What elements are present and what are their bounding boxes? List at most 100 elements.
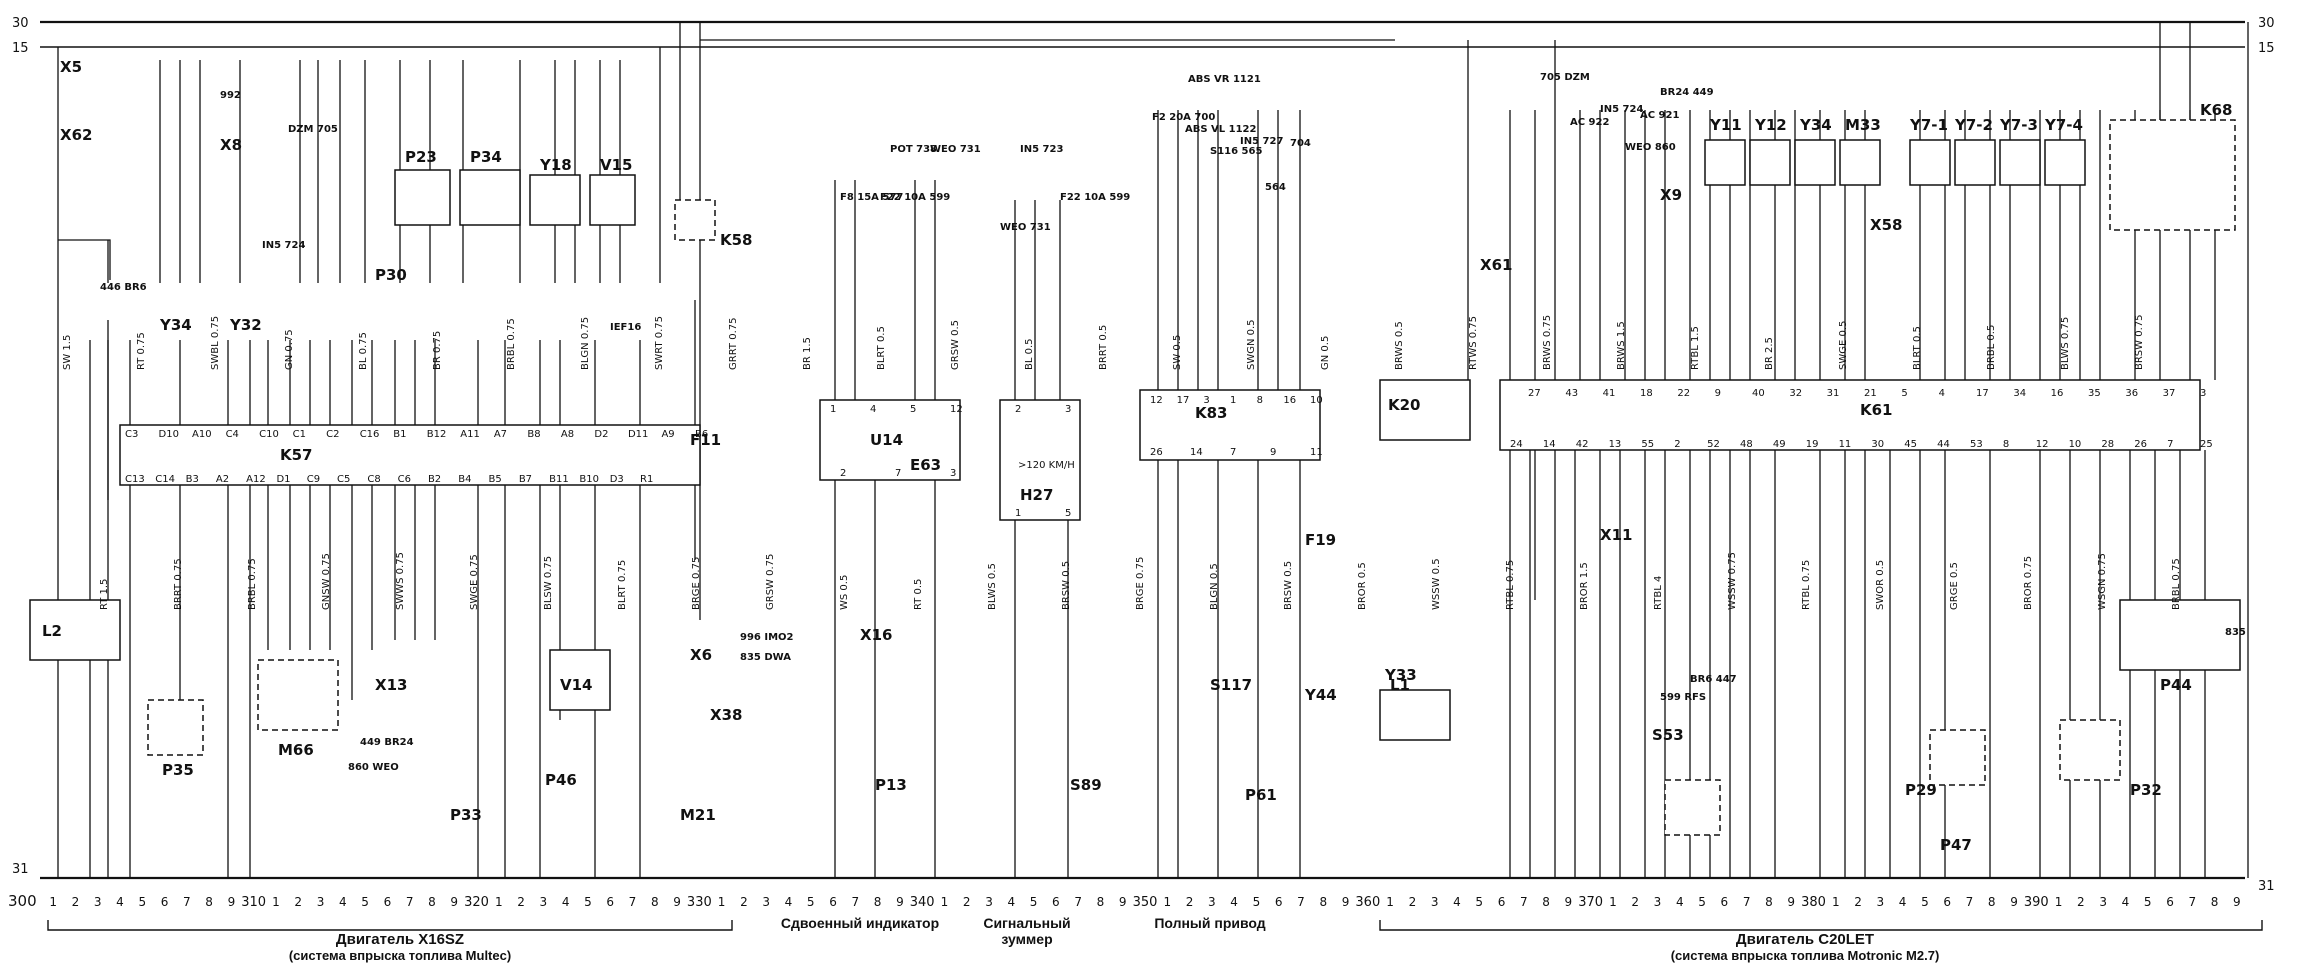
axis-tick-label: 1 xyxy=(1386,895,1394,909)
axis-tick-label: 6 xyxy=(1498,895,1506,909)
tag-label: WEO 731 xyxy=(1000,222,1051,233)
wire-label: BRRT 0.75 xyxy=(173,558,184,610)
component-v14-label: V14 xyxy=(560,676,592,694)
axis-tick-label: 3 xyxy=(762,895,770,909)
component-k20-label: K20 xyxy=(1388,396,1421,414)
wire-label: BRBL 0.5 xyxy=(1986,325,1997,370)
axis-tick-label: 9 xyxy=(896,895,904,909)
axis-tick-label: 350 xyxy=(1133,895,1158,910)
axis-tick-label: 9 xyxy=(1565,895,1573,909)
axis-tick-label: 5 xyxy=(1475,895,1483,909)
wire-label: BROR 0.5 xyxy=(1357,562,1368,610)
y34b-box xyxy=(1794,139,1836,186)
wire-label: RT 1.5 xyxy=(99,579,110,610)
axis-tick-label: 9 xyxy=(228,895,236,909)
axis-tick-label: 2 xyxy=(1631,895,1639,909)
axis-tick-label: 2 xyxy=(72,895,80,909)
axis-tick-label: 5 xyxy=(584,895,592,909)
y18-box xyxy=(529,174,581,226)
pin-label-k61-bottom: 10 xyxy=(2069,439,2082,450)
wire-label: BLGN 0.75 xyxy=(580,317,591,370)
y7-4-box xyxy=(2044,139,2086,186)
axis-tick-label: 9 xyxy=(2233,895,2241,909)
pin-label-k61-top: 37 xyxy=(2163,388,2176,399)
pin-label-h27-top: 2 xyxy=(1015,404,1021,415)
axis-tick-label: 3 xyxy=(1431,895,1439,909)
component-m33-label: M33 xyxy=(1845,116,1881,134)
p32-box xyxy=(2059,719,2121,781)
axis-tick-label: 330 xyxy=(687,895,712,910)
axis-tick-label: 2 xyxy=(963,895,971,909)
component-l1-label: L1 xyxy=(1390,676,1410,694)
axis-tick-label: 6 xyxy=(161,895,169,909)
pin-label-u14-top: 12 xyxy=(950,404,963,415)
wire-label: BLRT 0.5 xyxy=(1912,326,1923,370)
bracket-x16sz xyxy=(47,920,733,931)
axis-tick-label: 1 xyxy=(1163,895,1171,909)
pin-label-k61-top: 18 xyxy=(1640,388,1653,399)
pin-label-k61-bottom: 13 xyxy=(1609,439,1622,450)
pin-label-k61-bottom: 7 xyxy=(2167,439,2173,450)
pin-label-k83-top: 17 xyxy=(1177,395,1190,406)
component-y34-label: Y34 xyxy=(159,316,192,334)
caption-dual-indicator: Сдвоенный индикатор xyxy=(781,915,939,931)
component-x9-label: X9 xyxy=(1660,186,1682,204)
component-y7-1-label: Y7-1 xyxy=(1909,116,1948,134)
wire-label: RTBL 4 xyxy=(1653,576,1664,610)
pin-label-k61-bottom: 2 xyxy=(1674,439,1680,450)
wire-lines xyxy=(57,22,2249,878)
axis-tick-label: 7 xyxy=(1520,895,1528,909)
wire-label: BR 2.5 xyxy=(1764,337,1775,370)
component-x38-label: X38 xyxy=(710,706,742,724)
k57-box xyxy=(119,424,701,486)
tag-label: POT 738 xyxy=(890,144,937,155)
wire-label: GN 0.5 xyxy=(1320,336,1331,370)
wire-label: BRBL 0.75 xyxy=(2171,558,2182,610)
component-y33-label: Y33 xyxy=(1384,666,1417,684)
component-x5-label: X5 xyxy=(60,58,82,76)
wire-label: BRGE 0.75 xyxy=(1135,557,1146,610)
wire-label: SWGE 0.5 xyxy=(1838,321,1849,370)
pin-label-k61-top: 34 xyxy=(2013,388,2026,399)
wire-label: BRSW 0.75 xyxy=(2134,315,2145,371)
axis-tick-label: 7 xyxy=(406,895,414,909)
tag-label: BR24 449 xyxy=(1660,87,1714,98)
pin-label-k61-top: 5 xyxy=(1901,388,1907,399)
pin-label-k57-bottom: C13 xyxy=(125,474,145,485)
wire-label: SWWS 0.75 xyxy=(395,552,406,610)
component-m66-label: M66 xyxy=(278,741,314,759)
pin-label-u14-top: 1 xyxy=(830,404,836,415)
component-p35-label: P35 xyxy=(162,761,194,779)
wire-label: BRGE 0.75 xyxy=(691,557,702,610)
wire-label: GNSW 0.75 xyxy=(321,553,332,610)
axis-tick-label: 1 xyxy=(718,895,726,909)
power-rails xyxy=(40,20,2245,880)
pin-label-k57-bottom: B10 xyxy=(579,474,599,485)
caption-buzzer-1: Сигнальный xyxy=(983,915,1070,931)
pin-label-k57-top: A8 xyxy=(561,429,574,440)
pin-label-u14-bottom: 2 xyxy=(840,468,846,479)
pin-label-k57-top: C3 xyxy=(125,429,138,440)
pin-label-k57-bottom: B5 xyxy=(489,474,502,485)
axis-tick-label: 5 xyxy=(1698,895,1706,909)
axis-tick-label: 3 xyxy=(1654,895,1662,909)
wire-label: SWBL 0.75 xyxy=(210,316,221,370)
wire-label: SWGE 0.75 xyxy=(469,554,480,610)
axis-tick-label: 8 xyxy=(1097,895,1105,909)
axis-tick-label: 9 xyxy=(1342,895,1350,909)
pin-label-k61-bottom: 25 xyxy=(2200,439,2213,450)
tag-label: F2 20A 700 xyxy=(1152,112,1215,123)
component-k68-label: K68 xyxy=(2200,101,2233,119)
axis-tick-label: 4 xyxy=(339,895,347,909)
p34-box xyxy=(459,169,521,226)
y7-2-box xyxy=(1954,139,1996,186)
wire-label: RTBL 0.75 xyxy=(1505,560,1516,610)
wire-label: SWRT 0.75 xyxy=(654,316,665,370)
pin-label-k57-top: D11 xyxy=(628,429,648,440)
pin-label-k57-bottom: C8 xyxy=(367,474,380,485)
wire-label: BRWS 0.5 xyxy=(1394,321,1405,370)
axis-tick-label: 2 xyxy=(2077,895,2085,909)
caption-c20let-sub: (система впрыска топлива Motronic M2.7) xyxy=(1671,948,1940,963)
pin-label-k61-top: 3 xyxy=(2200,388,2206,399)
